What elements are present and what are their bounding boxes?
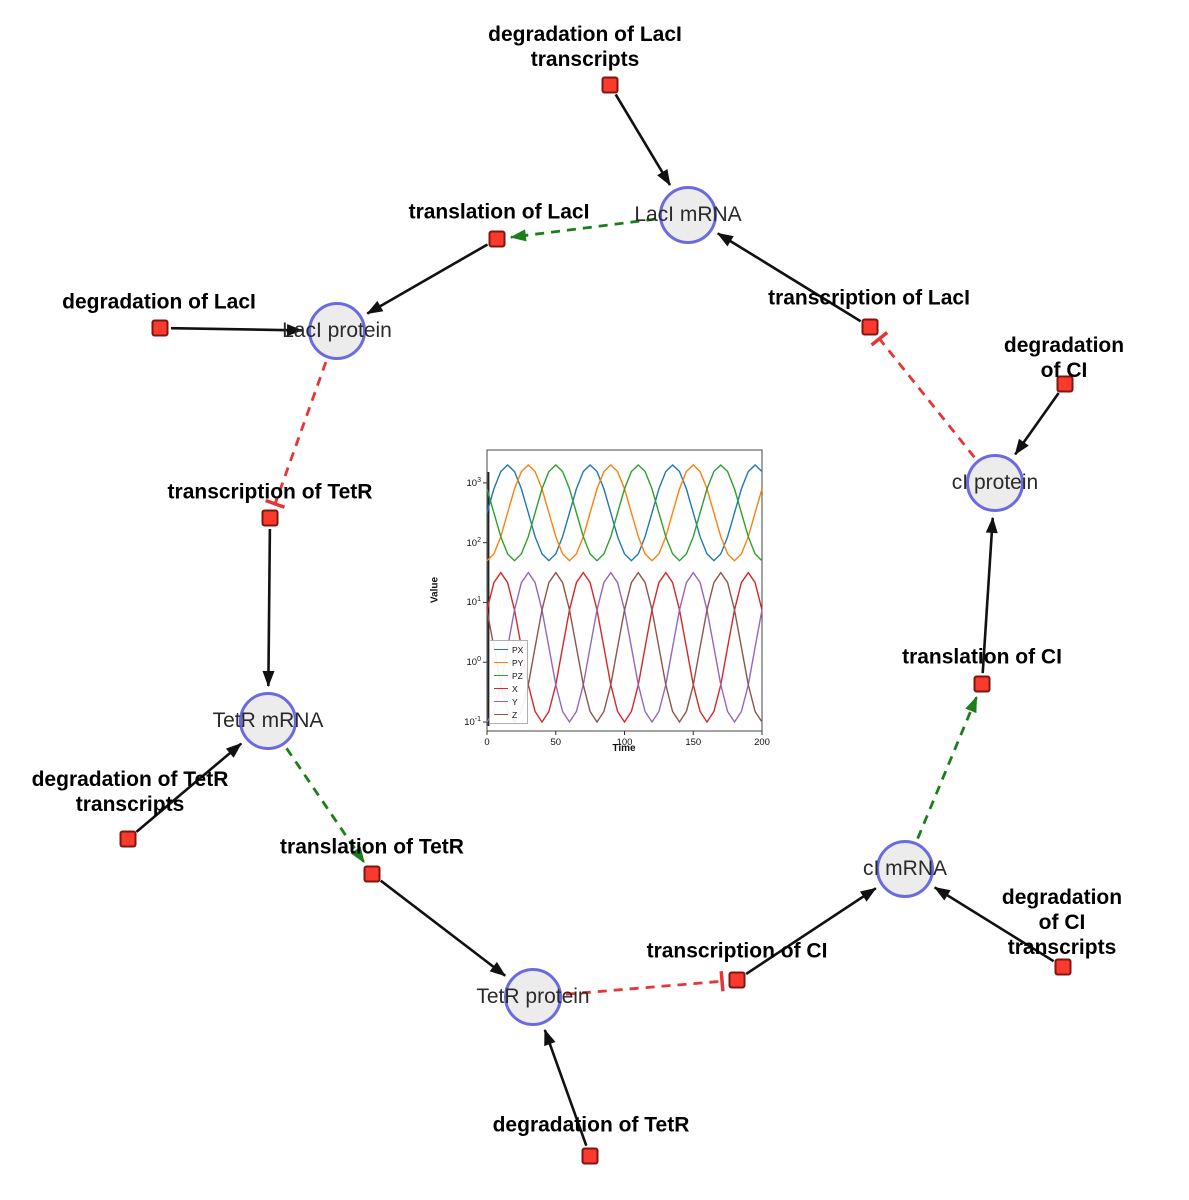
y-tick-label: 100 [466, 656, 481, 669]
reaction-node-tc-tetr[interactable] [261, 509, 279, 527]
species-label-tetr-protein: TetR protein [476, 985, 590, 1008]
species-node-tetr-mrna[interactable] [239, 692, 297, 750]
reaction-label-tc-tetr: transcription of TetR [167, 480, 373, 504]
reaction-node-deg-tetr-tx[interactable] [119, 830, 137, 848]
legend-entry-PY: PY [494, 656, 523, 669]
legend-label: Y [512, 696, 518, 707]
y-tick-label: 103 [466, 476, 481, 489]
legend-swatch-icon [494, 675, 508, 676]
reaction-label-deg-tetr: degradation of TetR [492, 1113, 690, 1137]
legend-swatch-icon [494, 688, 508, 689]
species-node-ci-mrna[interactable] [876, 840, 934, 898]
species-label-ci-protein: cI protein [951, 471, 1039, 494]
legend-label: Z [512, 709, 518, 720]
species-label-ci-mrna: cI mRNA [863, 857, 947, 880]
legend-label: X [512, 683, 518, 694]
reaction-node-deg-tetr[interactable] [581, 1147, 599, 1165]
edge-tl-ci-ci-protein [981, 516, 998, 674]
reaction-node-tl-tetr[interactable] [363, 865, 381, 883]
legend-entry-PX: PX [494, 643, 523, 656]
species-node-laci-protein[interactable] [308, 302, 366, 360]
legend-entry-PZ: PZ [494, 669, 523, 682]
legend-entry-Y: Y [494, 695, 523, 708]
reaction-node-deg-laci-tx[interactable] [601, 76, 619, 94]
edge-deg-laci-laci-protein [170, 324, 304, 337]
inset-chart-plot-area [483, 449, 763, 735]
edge-tetr-protein-tc-ci [565, 971, 725, 996]
reaction-label-tc-laci: transcription of LacI [768, 286, 970, 310]
legend-label: PZ [512, 670, 523, 681]
edge-deg-ci-tx-ci-mrna [933, 886, 1055, 963]
y-axis-title: Value [429, 576, 441, 604]
edge-deg-tetr-tx-tetr-mrna [135, 742, 243, 833]
series-line-X [486, 571, 763, 724]
x-tick-label: 0 [484, 737, 490, 748]
edge-laci-mrna-tl-laci [509, 217, 656, 242]
reaction-label-deg-laci-tx: degradation of LacI transcripts [488, 22, 682, 71]
species-node-ci-protein[interactable] [966, 454, 1024, 512]
edge-tl-tetr-tetr-protein [379, 879, 506, 977]
legend-entry-Z: Z [494, 708, 523, 721]
x-tick-label: 50 [550, 737, 562, 748]
reaction-label-deg-ci: degradation of CI [1003, 333, 1125, 382]
reaction-node-tc-ci[interactable] [728, 971, 746, 989]
legend-label: PY [512, 657, 524, 668]
edge-ci-protein-tc-laci [870, 331, 976, 459]
reaction-node-tc-laci[interactable] [861, 318, 879, 336]
edge-tc-ci-ci-mrna [745, 887, 877, 976]
y-tick-label: 10-1 [464, 715, 481, 729]
edge-deg-ci-ci-protein [1014, 392, 1060, 456]
edge-tc-laci-laci-mrna [716, 232, 862, 323]
x-tick-label: 150 [685, 737, 702, 748]
edge-tetr-mrna-tl-tetr [285, 747, 366, 864]
reaction-node-deg-ci[interactable] [1056, 375, 1074, 393]
x-axis-title: Time [612, 743, 636, 754]
y-tick-label: 102 [466, 536, 481, 549]
legend-swatch-icon [494, 701, 508, 702]
reaction-node-deg-laci[interactable] [151, 319, 169, 337]
series-line-PZ [486, 464, 763, 562]
reaction-label-deg-laci: degradation of LacI [62, 290, 256, 314]
legend-swatch-icon [494, 662, 508, 663]
edge-deg-tetr-tetr-protein [543, 1029, 588, 1147]
reaction-label-tl-laci: translation of LacI [408, 200, 590, 224]
reaction-node-tl-ci[interactable] [973, 675, 991, 693]
species-node-tetr-protein[interactable] [504, 968, 562, 1026]
legend-label: PX [512, 644, 524, 655]
legend-swatch-icon [494, 714, 508, 715]
x-tick-label: 200 [754, 737, 770, 748]
legend-entry-X: X [494, 682, 523, 695]
reaction-label-tc-ci: transcription of CI [646, 939, 828, 963]
reaction-label-deg-ci-tx: degradation of CI transcripts [1001, 886, 1123, 960]
edge-tc-tetr-tetr-mrna [262, 528, 275, 688]
edge-deg-laci-tx-laci-mrna [614, 93, 672, 186]
species-node-laci-mrna[interactable] [659, 186, 717, 244]
edge-tl-laci-laci-protein [366, 243, 489, 315]
species-label-tetr-mrna: TetR mRNA [212, 709, 324, 732]
species-label-laci-protein: LacI protein [282, 319, 392, 342]
reaction-label-tl-ci: translation of CI [902, 645, 1062, 669]
reaction-label-deg-tetr-tx: degradation of TetR transcripts [31, 767, 229, 816]
edge-ci-mrna-tl-ci [916, 696, 978, 840]
reaction-node-deg-ci-tx[interactable] [1054, 958, 1072, 976]
reaction-label-tl-tetr: translation of TetR [280, 835, 464, 859]
series-line-Z [486, 571, 763, 724]
x-tick-label: 100 [616, 737, 633, 748]
series-line-PX [486, 464, 763, 562]
reaction-node-tl-laci[interactable] [488, 230, 506, 248]
y-tick-label: 101 [466, 596, 481, 609]
species-label-laci-mrna: LacI mRNA [634, 203, 742, 226]
legend-swatch-icon [494, 649, 508, 650]
